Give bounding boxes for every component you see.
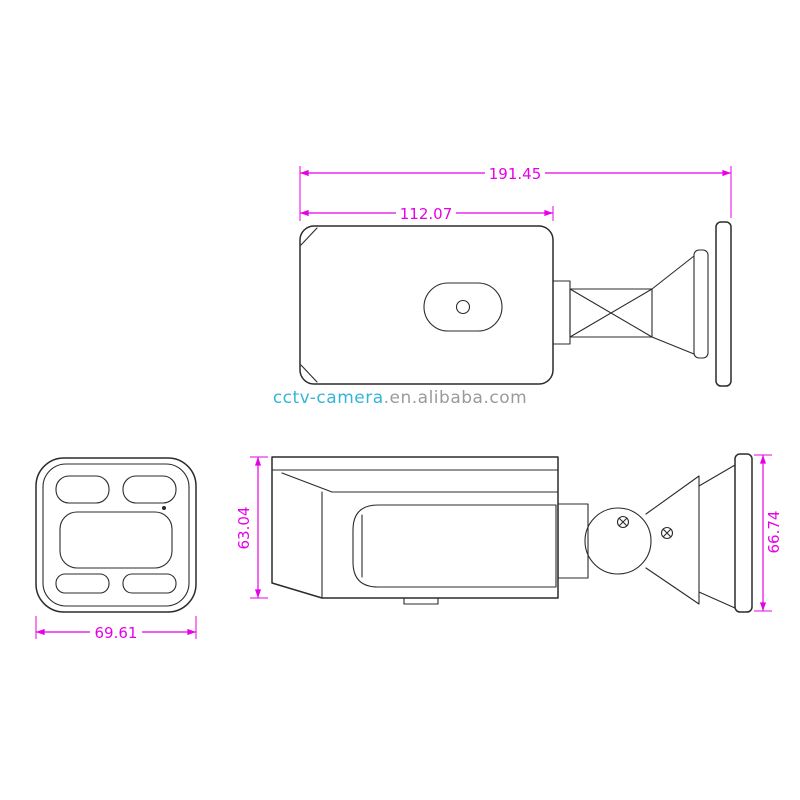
mount-base-plate-side: [734, 453, 753, 613]
dimension-label-total-length: 191.45: [489, 165, 542, 183]
ir-led-slot-top-left: [55, 475, 110, 504]
label-background: [90, 623, 142, 640]
hinge-plate: [557, 503, 589, 579]
dimension-label-body-width: 69.61: [95, 624, 138, 642]
dimension-label-body-length: 112.07: [400, 205, 453, 223]
mount-base-plate: [715, 221, 732, 387]
mount-cone: [651, 255, 695, 355]
screw-circle: [660, 526, 674, 540]
screw-cross-icon: [618, 517, 628, 527]
ir-led-slot-bottom-left: [55, 573, 110, 594]
dimension-body-height: 63.04: [235, 456, 268, 599]
hinge-screw-1: [616, 515, 630, 529]
dimension-body-width: 69.61: [35, 616, 197, 642]
extension-lines: [35, 616, 197, 639]
label-background: [396, 204, 456, 221]
dimension-total-length: 191.45: [299, 164, 732, 221]
front-outer-shell: [35, 457, 197, 613]
mount-neck: [693, 249, 709, 359]
hinge-screw-2: [660, 526, 674, 540]
dimension-mount-height: 66.74: [754, 454, 783, 612]
mount-cone-side: [645, 475, 700, 605]
rear-collar: [552, 280, 571, 345]
dimension-label-body-height: 63.04: [235, 507, 253, 550]
screw-circle: [616, 515, 630, 529]
mount-flange: [698, 464, 736, 609]
front-chamfer-top: [300, 227, 318, 246]
bottom-tab: [403, 597, 439, 605]
microphone-hole: [162, 506, 166, 510]
label-background: [485, 164, 545, 181]
side-view: [271, 453, 753, 613]
ir-led-slot-bottom-right: [122, 573, 177, 594]
watermark-domain: .en.alibaba.com: [384, 388, 528, 408]
camera-body-outline: [299, 225, 554, 385]
front-view: [35, 457, 197, 613]
side-body-outline: [271, 456, 559, 599]
panel-hole: [455, 299, 471, 315]
sunshield-underside: [281, 472, 559, 493]
top-view: [299, 221, 732, 387]
bracket-arm-fold-lines: [569, 288, 653, 338]
front-inner-rim: [42, 463, 190, 607]
watermark: cctv-camera.en.alibaba.com: [273, 388, 527, 408]
side-panel-slot: [352, 504, 557, 588]
hinge-joint: [584, 507, 652, 575]
watermark-brand: cctv-camera: [273, 388, 384, 408]
front-chamfer-bottom: [300, 364, 318, 383]
top-panel-detail: [423, 282, 503, 332]
ir-led-slot-top-right: [122, 475, 177, 504]
dimension-body-length: 112.07: [300, 204, 554, 223]
lens-window: [59, 511, 173, 569]
dimension-label-mount-height: 66.74: [765, 511, 783, 554]
bracket-arm: [569, 288, 653, 338]
screw-cross-icon: [662, 528, 672, 538]
